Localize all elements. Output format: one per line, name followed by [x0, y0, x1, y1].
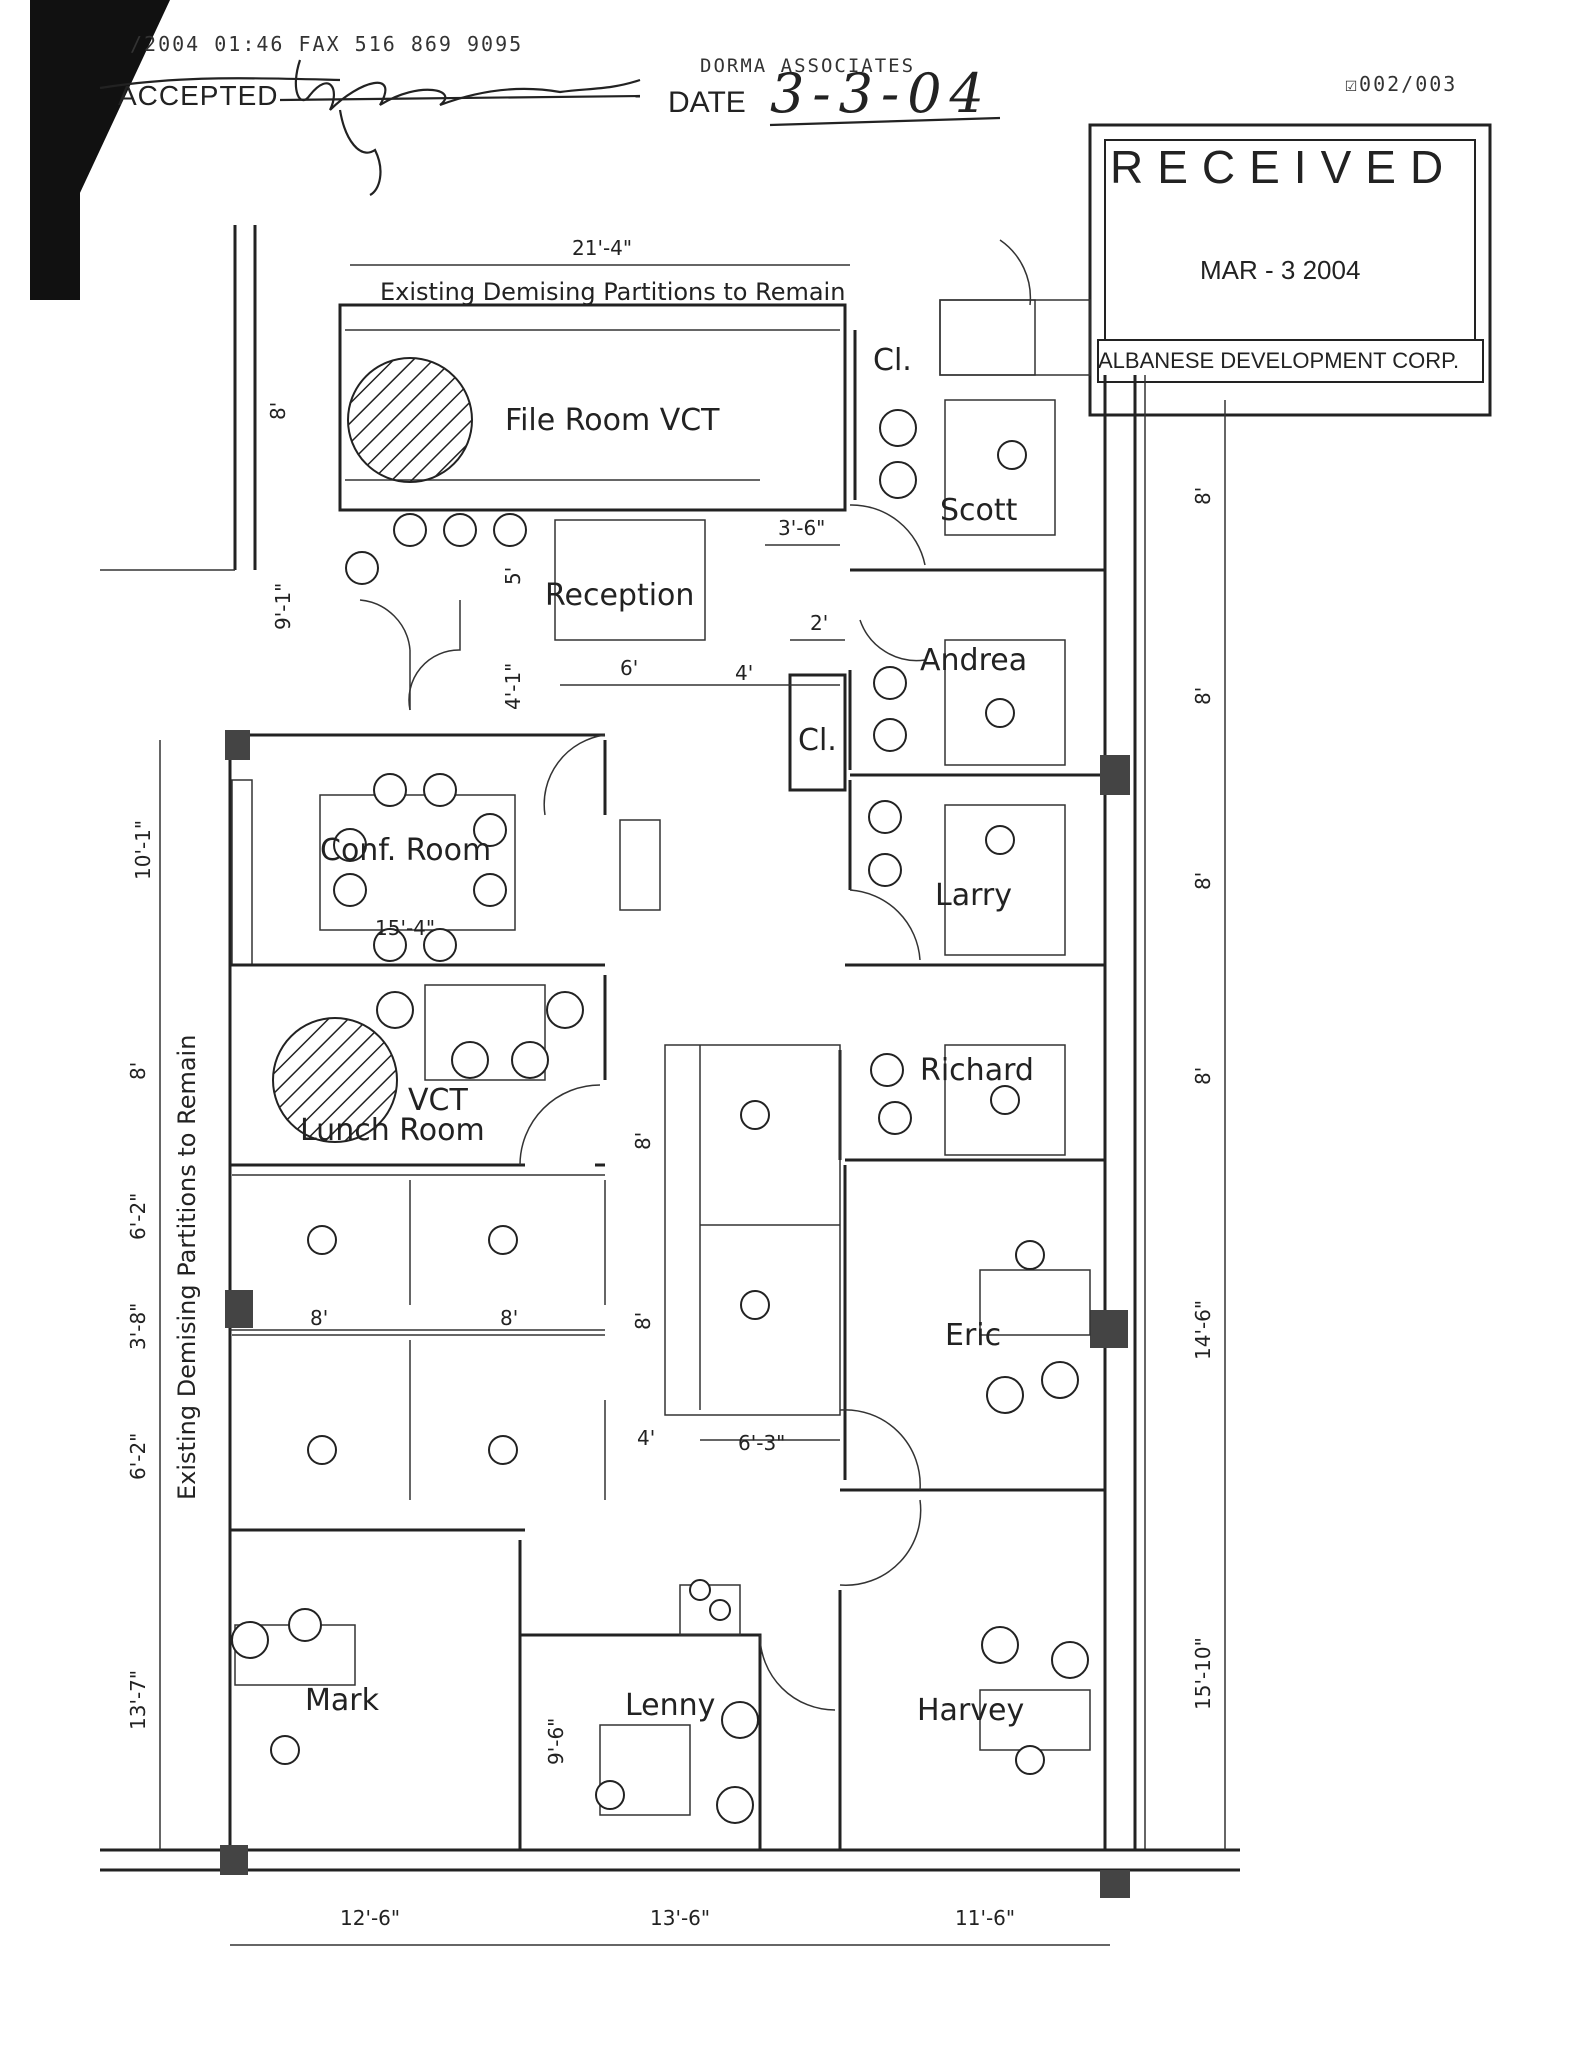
fax-header-line: /2004 01:46 FAX 516 869 9095	[130, 32, 524, 56]
stamp-date: MAR - 3 2004	[1200, 255, 1361, 285]
dim-4-1: 4'-1"	[501, 663, 525, 710]
dim-5: 5'	[501, 567, 525, 585]
room-reception: Reception	[545, 578, 694, 613]
dim-13-6: 13'-6"	[650, 1906, 710, 1930]
dim-15-4: 15'-4"	[375, 916, 435, 940]
signature	[99, 59, 1001, 196]
furniture	[231, 357, 1091, 1824]
room-conf: Conf. Room	[320, 833, 491, 868]
dim-8-c2: 8'	[631, 1312, 655, 1330]
room-lenny: Lenny	[625, 1688, 715, 1723]
dim-8-w2: 8'	[500, 1306, 518, 1330]
dim-9-6: 9'-6"	[544, 1718, 568, 1765]
page-number: 002/003	[1359, 72, 1458, 96]
dim-8-file: 8'	[266, 402, 290, 420]
dim-15-10: 15'-10"	[1191, 1637, 1215, 1710]
room-closet-mid: Cl.	[798, 723, 837, 758]
dim-3-6: 3'-6"	[778, 516, 825, 540]
dim-2: 2'	[810, 611, 828, 635]
dim-r8-2: 8'	[1191, 687, 1215, 705]
side-note: Existing Demising Partitions to Remain	[173, 1035, 201, 1500]
room-mark: Mark	[305, 1683, 380, 1718]
dim-4-c: 4'	[637, 1426, 655, 1450]
dim-12-6: 12'-6"	[340, 1906, 400, 1930]
room-closet-top: Cl.	[873, 343, 912, 378]
dimension-lines	[159, 264, 1226, 1946]
checkbox-icon: ☑	[1345, 72, 1360, 96]
fax-page-number: ☑002/003	[1345, 72, 1457, 96]
dim-8-w1: 8'	[310, 1306, 328, 1330]
dim-8-c1: 8'	[631, 1132, 655, 1150]
dim-8-left: 8'	[126, 1062, 150, 1080]
dim-r8-1: 8'	[1191, 487, 1215, 505]
dim-14-6: 14'-6"	[1191, 1300, 1215, 1360]
dim-6: 6'	[620, 656, 638, 680]
date-label: DATE	[668, 86, 746, 119]
room-scott: Scott	[940, 493, 1018, 528]
dim-r8-3: 8'	[1191, 872, 1215, 890]
dim-top: 21'-4"	[572, 236, 632, 260]
top-note: Existing Demising Partitions to Remain	[380, 278, 845, 306]
dim-13-7: 13'-7"	[126, 1670, 150, 1730]
date-value: 3-3-04	[770, 62, 992, 125]
dim-6-3: 6'-3"	[738, 1431, 785, 1455]
room-eric: Eric	[945, 1318, 1001, 1353]
room-lunch-vct: VCT	[408, 1083, 468, 1118]
dim-6-2b: 6'-2"	[126, 1433, 150, 1480]
dim-11-6: 11'-6"	[955, 1906, 1015, 1930]
dim-r8-4: 8'	[1191, 1067, 1215, 1085]
room-harvey: Harvey	[917, 1693, 1024, 1728]
room-larry: Larry	[935, 878, 1012, 913]
doors	[359, 239, 1032, 1711]
fax-header-company: DORMA ASSOCIATES	[700, 55, 916, 77]
dim-10-1: 10'-1"	[131, 820, 155, 880]
stamp-company: ALBANESE DEVELOPMENT CORP.	[1098, 348, 1460, 373]
room-richard: Richard	[920, 1053, 1034, 1088]
dim-6-2a: 6'-2"	[126, 1193, 150, 1240]
room-andrea: Andrea	[920, 643, 1027, 678]
dim-9-1: 9'-1"	[271, 583, 295, 630]
room-file: File Room VCT	[505, 403, 720, 438]
dim-3-8: 3'-8"	[126, 1303, 150, 1350]
accepted-label: ACCEPTED	[118, 80, 279, 111]
scan-shadow-edge	[30, 0, 80, 300]
stamp-title: RECEIVED	[1110, 141, 1458, 193]
received-stamp	[1088, 123, 1492, 417]
room-lunch: Lunch Room	[300, 1113, 485, 1148]
dim-4: 4'	[735, 661, 753, 685]
